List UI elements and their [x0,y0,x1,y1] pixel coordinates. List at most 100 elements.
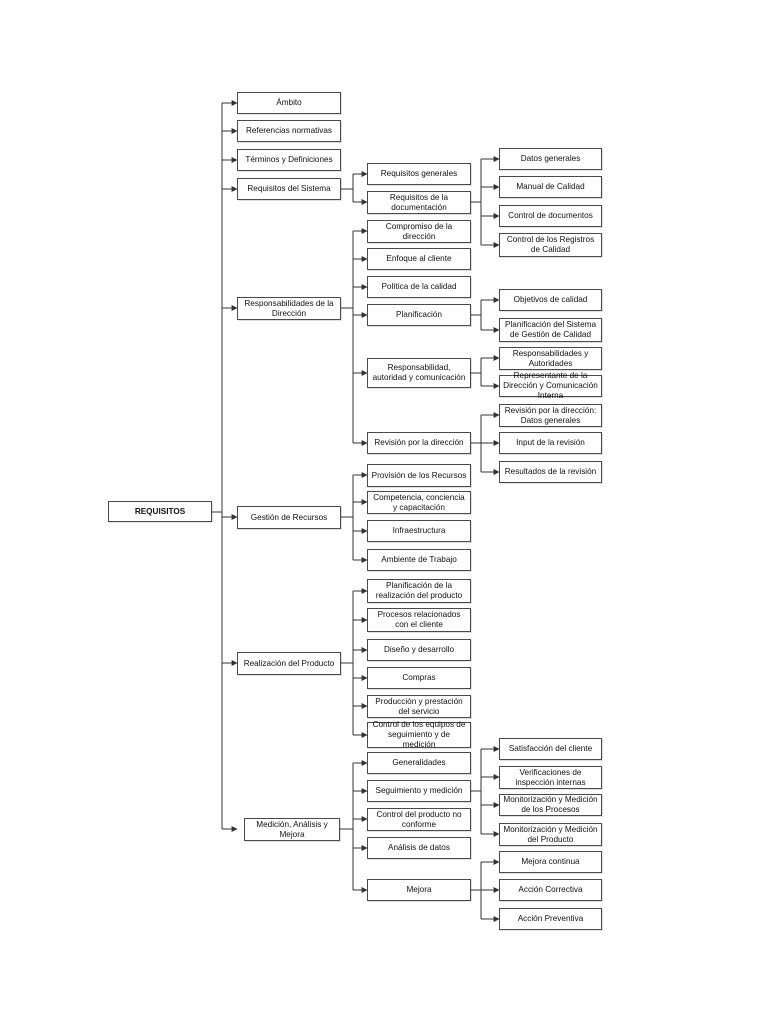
root-label: REQUISITOS [134,506,186,516]
l3-representante-direccion: Representante de la Dirección y Comunica… [499,371,602,400]
node-label: Enfoque al cliente [386,254,452,263]
l1-referencias-normativas: Referencias normativas [237,120,341,142]
l3-control-registros: Control de los Registros de Calidad [499,233,602,257]
node-label: Control del producto no conforme [376,809,462,829]
l2-control-producto-no-conforme: Control del producto no conforme [367,808,471,831]
l3-manual-calidad: Manual de Calidad [499,176,602,198]
l2-responsabilidad-autoridad: Responsabilidad, autoridad y comunicació… [367,358,471,388]
l2-generalidades: Generalidades [367,752,471,774]
l1-gestion-recursos: Gestión de Recursos [237,506,341,529]
node-label: Datos generales [520,154,581,163]
node-label: Representante de la Dirección y Comunica… [503,371,598,400]
node-label: Manual de Calidad [516,182,585,191]
node-label: Ámbito [276,98,302,107]
l3-datos-generales: Datos generales [499,148,602,170]
l3-monitorizacion-producto: Monitorización y Medición del Producto [499,823,602,846]
l1-requisitos-sistema: Requisitos del Sistema [237,178,341,200]
l2-revision-direccion: Revisión por la dirección [367,432,471,454]
node-label: Medición, Análisis y Mejora [256,819,328,839]
l2-provision-recursos: Provisión de los Recursos [367,464,471,487]
root-node: REQUISITOS [108,501,212,522]
node-label: Verificaciones de inspección internas [515,767,586,787]
node-label: Satisfacción del cliente [508,744,593,753]
l2-procesos-cliente: Procesos relacionados con el cliente [367,608,471,632]
node-label: Monitorización y Medición del Producto [503,824,598,844]
node-label: Procesos relacionados con el cliente [377,610,461,629]
node-label: Realización del Producto [243,658,335,668]
l2-enfoque-cliente: Enfoque al cliente [367,248,471,270]
l2-ambiente-trabajo: Ambiente de Trabajo [367,549,471,571]
l2-requisitos-documentacion: Requisitos de la documentación [367,191,471,214]
node-label: Referencias normativas [245,126,332,135]
l2-analisis-datos: Análisis de datos [367,837,471,859]
node-label: Requisitos de la documentación [389,192,449,212]
l3-accion-correctiva: Acción Correctiva [499,879,602,901]
l2-mejora: Mejora [367,879,471,901]
l3-verificaciones-inspeccion: Verificaciones de inspección internas [499,766,602,789]
node-label: Requisitos del Sistema [247,184,331,193]
l3-objetivos-calidad: Objetivos de calidad [499,289,602,311]
l3-revision-datos-generales: Revisión por la dirección: Datos general… [499,404,602,427]
l2-infraestructura: Infraestructura [367,520,471,542]
node-label: Análisis de datos [388,843,450,852]
node-label: Compromiso de la dirección [385,221,453,241]
l2-compromiso-direccion: Compromiso de la dirección [367,220,471,243]
node-label: Generalidades [392,758,446,767]
node-label: Compras [402,673,436,682]
node-label: Planificación [396,310,442,319]
l1-terminos-definiciones: Términos y Definiciones [237,149,341,171]
l3-control-documentos: Control de documentos [499,205,602,227]
l1-realizacion-producto: Realización del Producto [237,652,341,675]
node-label: Monitorización y Medición de los Proceso… [503,795,598,814]
node-label: Planificación del Sistema de Gestión de … [504,320,597,339]
node-label: Control de los Registros de Calidad [506,235,595,254]
node-label: Provisión de los Recursos [371,470,467,480]
l1-ambito: Ámbito [237,92,341,114]
node-label: Infraestructura [392,526,446,535]
node-label: Diseño y desarrollo [383,645,455,654]
node-label: Producción y prestación del servicio [375,696,463,716]
node-label: Términos y Definiciones [245,155,333,164]
node-label: Objetivos de calidad [513,295,588,304]
node-label: Acción Correctiva [518,885,583,894]
node-label: Revisión por la dirección [374,438,464,447]
l2-requisitos-generales: Requisitos generales [367,163,471,185]
node-label: Planificación de la realización del prod… [375,581,463,600]
node-label: Resultados de la revisión [504,467,597,476]
l1-responsabilidades-direccion: Responsabilidades de la Dirección [237,297,341,320]
node-label: Input de la revisión [516,438,585,447]
node-label: Seguimiento y medición [375,786,463,795]
node-label: Mejora [406,885,432,894]
node-label: Competencia, conciencia y capacitación [373,492,465,512]
node-label: Gestión de Recursos [250,512,328,522]
node-label: Requisitos generales [380,169,458,178]
l3-responsabilidades-autoridades: Responsabilidades y Autoridades [499,347,602,370]
l3-monitorizacion-procesos: Monitorización y Medición de los Proceso… [499,794,602,816]
l2-planificacion: Planificación [367,304,471,326]
node-label: Ambiente de Trabajo [381,555,457,564]
l2-politica-calidad: Política de la calidad [367,276,471,298]
node-label: Acción Preventiva [517,914,584,923]
node-label: Mejora continua [521,857,580,866]
node-label: Control de los equipos de seguimiento y … [372,720,466,749]
l2-diseno-desarrollo: Diseño y desarrollo [367,639,471,661]
node-label: Responsabilidades de la Dirección [244,298,334,318]
node-label: Política de la calidad [381,282,457,291]
l2-produccion-prestacion: Producción y prestación del servicio [367,695,471,718]
l2-compras: Compras [367,667,471,689]
l3-planificacion-sgc: Planificación del Sistema de Gestión de … [499,318,602,342]
node-label: Control de documentos [508,211,593,220]
l3-accion-preventiva: Acción Preventiva [499,908,602,930]
l2-control-equipos: Control de los equipos de seguimiento y … [367,720,471,749]
l3-input-revision: Input de la revisión [499,432,602,454]
l1-medicion-analisis-mejora: Medición, Análisis y Mejora [244,818,340,841]
l3-resultados-revision: Resultados de la revisión [499,461,602,483]
node-label: Responsabilidades y Autoridades [512,348,589,368]
node-label: Revisión por la dirección: Datos general… [504,405,597,425]
l2-planificacion-realizacion: Planificación de la realización del prod… [367,579,471,603]
node-label: Responsabilidad, autoridad y comunicació… [372,363,466,382]
l3-mejora-continua: Mejora continua [499,851,602,873]
l2-seguimiento-medicion: Seguimiento y medición [367,780,471,802]
